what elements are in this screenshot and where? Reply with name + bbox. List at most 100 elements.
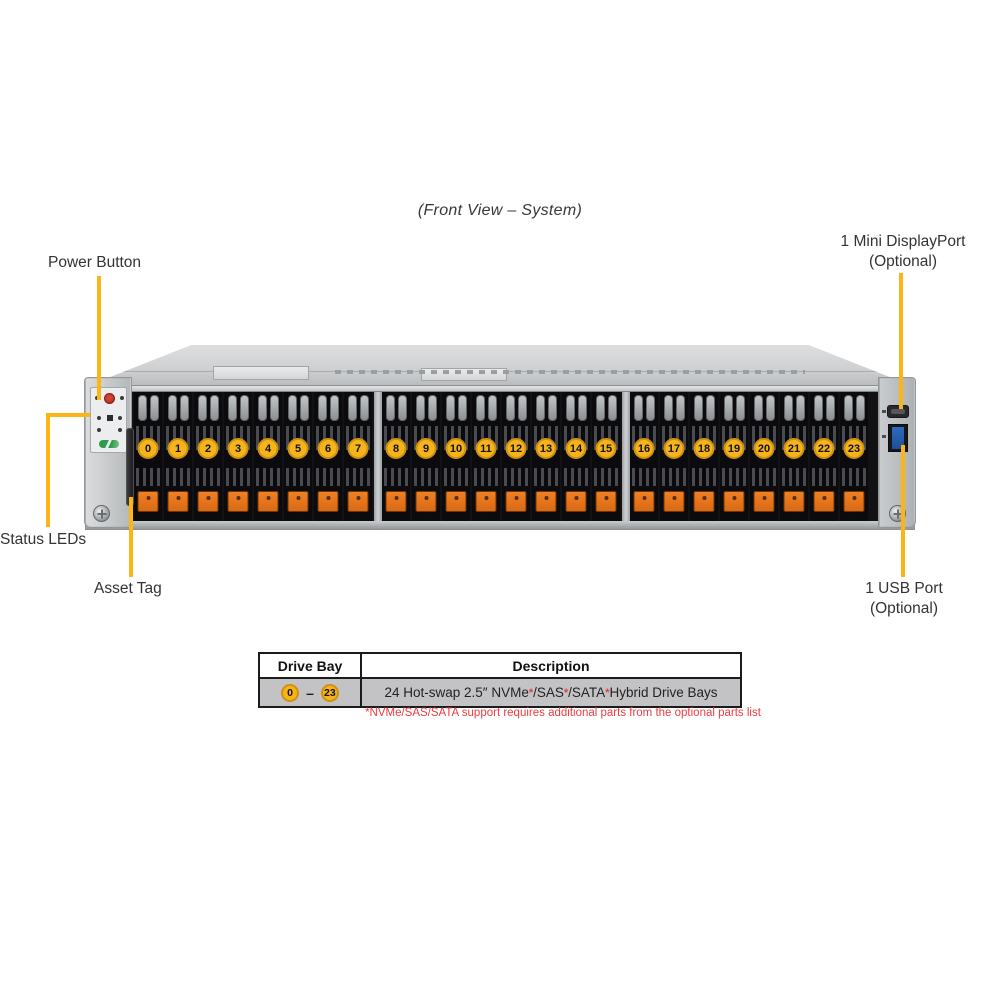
- minidp-port-mark: [882, 410, 886, 413]
- status-led-icon: [118, 416, 122, 420]
- drive-bay-number: 5: [287, 438, 309, 459]
- drive-bay-latch: [843, 491, 865, 512]
- drive-bay-latch: [475, 491, 497, 512]
- drive-bay-9: 9: [412, 392, 440, 521]
- latch-release-icon: [642, 496, 646, 500]
- drive-bay-17: 17: [660, 392, 688, 521]
- drive-bay-latch: [565, 491, 587, 512]
- power-button-label: Power Button: [48, 254, 142, 271]
- bay-handle-slots: [720, 395, 748, 423]
- diagram-title: (Front View – System): [417, 202, 583, 219]
- latch-release-icon: [732, 496, 736, 500]
- mini-displayport-label-line2: (Optional): [868, 253, 938, 270]
- usb-port-label-line2: (Optional): [869, 600, 939, 617]
- drive-bay-number: 12: [505, 438, 527, 459]
- bay-handle-slots: [592, 395, 620, 423]
- power-button-icon: [104, 393, 115, 404]
- drive-bay-latch: [317, 491, 339, 512]
- drive-bay-latch: [167, 491, 189, 512]
- latch-release-icon: [206, 496, 210, 500]
- drive-bay-latch: [783, 491, 805, 512]
- drive-bay-number: 1: [167, 438, 189, 459]
- drive-bay-latch: [137, 491, 159, 512]
- bay-vent: [752, 468, 776, 486]
- bay-handle-slots: [284, 395, 312, 423]
- drive-bay-0: 0: [134, 392, 162, 521]
- drive-bay-number: 20: [753, 438, 775, 459]
- latch-release-icon: [702, 496, 706, 500]
- power-button-leader-line: [97, 276, 101, 400]
- drive-bay-latch: [633, 491, 655, 512]
- bay-range-end-badge: 23: [320, 683, 339, 702]
- drive-bay-22: 22: [810, 392, 838, 521]
- latch-release-icon: [356, 496, 360, 500]
- latch-release-icon: [604, 496, 608, 500]
- drive-bay-10: 10: [442, 392, 470, 521]
- drive-bay-number: 7: [347, 438, 369, 459]
- drive-bay-4: 4: [254, 392, 282, 521]
- chassis-left-ear: [84, 377, 132, 528]
- latch-release-icon: [424, 496, 428, 500]
- latch-release-icon: [672, 496, 676, 500]
- bay-handle-slots: [164, 395, 192, 423]
- status-leds-leader-line-h: [46, 413, 90, 417]
- drive-bay-number: 13: [535, 438, 557, 459]
- bay-handle-slots: [194, 395, 222, 423]
- drive-bay-number: 22: [813, 438, 835, 459]
- drive-bay-range-cell: 0 – 23: [260, 679, 362, 706]
- latch-release-icon: [236, 496, 240, 500]
- drive-bay-latch: [723, 491, 745, 512]
- drive-bay-number: 10: [445, 438, 467, 459]
- drive-bay-19: 19: [720, 392, 748, 521]
- latch-release-icon: [176, 496, 180, 500]
- mini-displayport-label-line1: 1 Mini DisplayPort: [840, 233, 966, 250]
- mini-displayport-label: 1 Mini DisplayPort (Optional): [833, 232, 973, 272]
- drive-bay-latch: [347, 491, 369, 512]
- table-data-row: 0 – 23 24 Hot-swap 2.5″ NVMe*/SAS*/SATA*…: [260, 679, 740, 706]
- latch-release-icon: [326, 496, 330, 500]
- bay-handle-slots: [502, 395, 530, 423]
- bay-handle-slots: [840, 395, 868, 423]
- asset-tag-label: Asset Tag: [94, 580, 162, 597]
- drive-bay-latch: [445, 491, 467, 512]
- drive-bay-number: 0: [137, 438, 159, 459]
- brand-logo: [99, 440, 119, 448]
- latch-release-icon: [454, 496, 458, 500]
- usb-port-mark: [882, 435, 886, 438]
- drive-bay-number: 21: [783, 438, 805, 459]
- drive-bay-7: 7: [344, 392, 372, 521]
- bay-handle-slots: [562, 395, 590, 423]
- drive-bay-5: 5: [284, 392, 312, 521]
- bay-handle-slots: [750, 395, 778, 423]
- latch-release-icon: [852, 496, 856, 500]
- bay-vent: [534, 468, 558, 486]
- table-header-description: Description: [512, 657, 590, 674]
- bay-handle-slots: [690, 395, 718, 423]
- usb-port-label-line1: 1 USB Port: [865, 580, 943, 597]
- drive-bay-16: 16: [630, 392, 658, 521]
- drive-bay-21: 21: [780, 392, 808, 521]
- bay-vent: [444, 468, 468, 486]
- status-led-icon: [97, 428, 101, 432]
- drive-bay-latch: [385, 491, 407, 512]
- bay-vent: [722, 468, 746, 486]
- table-footnote: *NVMe/SAS/SATA support requires addition…: [365, 707, 761, 719]
- latch-release-icon: [544, 496, 548, 500]
- drive-bay-latch: [257, 491, 279, 512]
- bay-vent: [196, 468, 220, 486]
- bay-vent: [384, 468, 408, 486]
- bay-handle-slots: [810, 395, 838, 423]
- drive-bay-20: 20: [750, 392, 778, 521]
- mini-displayport-leader-line: [899, 273, 903, 409]
- drive-bay-number: 15: [595, 438, 617, 459]
- latch-release-icon: [514, 496, 518, 500]
- bay-handle-slots: [780, 395, 808, 423]
- latch-release-icon: [266, 496, 270, 500]
- drive-bay-latch: [227, 491, 249, 512]
- bay-handle-slots: [344, 395, 372, 423]
- bay-vent: [504, 468, 528, 486]
- drive-bay-15: 15: [592, 392, 620, 521]
- status-led-icon: [120, 396, 124, 400]
